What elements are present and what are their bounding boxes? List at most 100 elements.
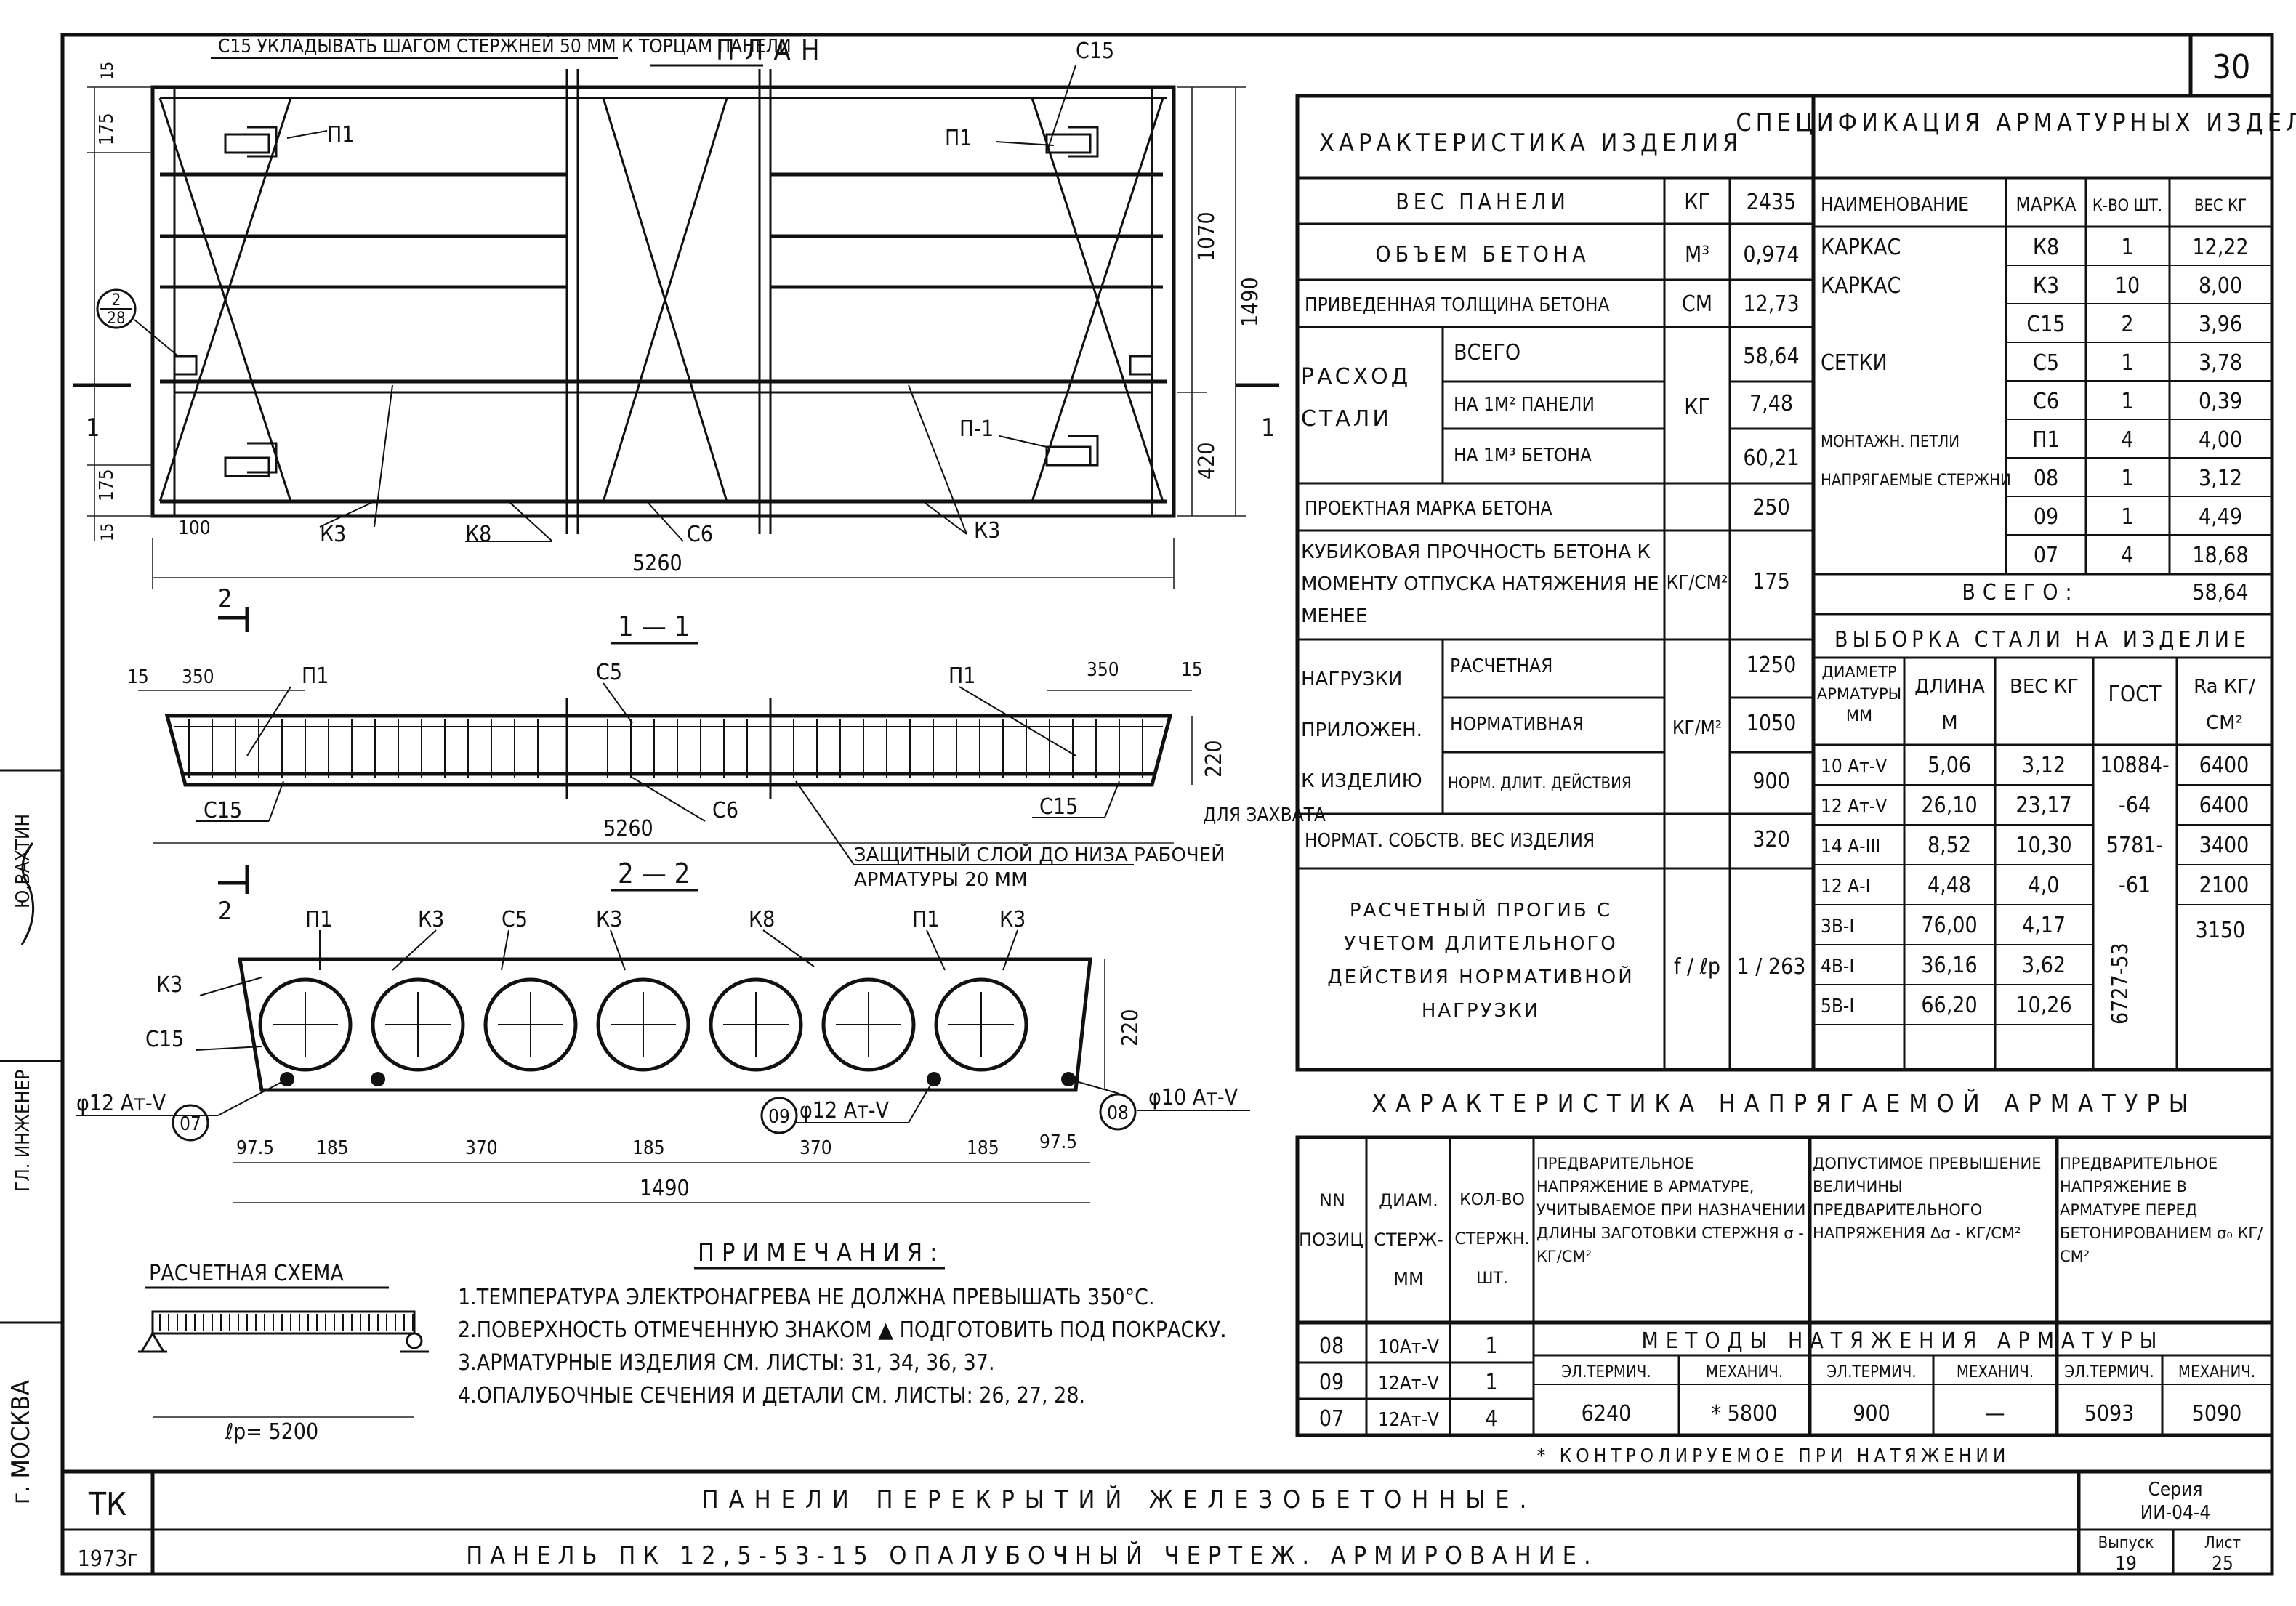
section22-dim-370-b: 370 [799, 1137, 832, 1159]
spec-row-weight: 3,96 [2199, 312, 2242, 337]
plan-label-k3-left: К3 [320, 522, 346, 547]
plan-label-p1-left: П1 [327, 122, 354, 148]
selection-row-gost: 10884- [2100, 753, 2170, 778]
char-steel-unit: КГ [1684, 395, 1710, 420]
char-steel-row1-name: НА 1М² ПАНЕЛИ [1454, 394, 1595, 416]
plan-dim-15-bottom: 15 [99, 523, 117, 541]
char-row1-name: ОБЪЕМ БЕТОНА [1375, 242, 1590, 267]
char-load-row2-value: 900 [1752, 769, 1790, 794]
spec-row-name: КАРКАС [1821, 235, 1901, 260]
section22-dim-185-c: 185 [967, 1137, 999, 1159]
section22-dim-1490: 1490 [640, 1176, 690, 1201]
spec-row-weight: 12,22 [2192, 235, 2248, 260]
char-row2-value: 12,73 [1743, 291, 1799, 317]
prestress-header-qty: КОЛ-ВО СТЕРЖН. ШТ. [1454, 1191, 1529, 1288]
selection-row-diam: 10 Ат-V [1821, 756, 1887, 778]
char-grade-value: 250 [1752, 495, 1790, 520]
plan-label-c15: С15 [1076, 39, 1114, 64]
char-row0-value: 2435 [1747, 190, 1797, 215]
notes-block: ПРИМЕЧАНИЯ: 1.ТЕМПЕРАТУРА ЭЛЕКТРОНАГРЕВА… [458, 1238, 1227, 1408]
selection-row-length: 26,10 [1921, 793, 1977, 818]
spec-header-name: НАИМЕНОВАНИЕ [1821, 194, 1969, 216]
char-steel-row0-value: 58,64 [1743, 344, 1799, 369]
plan-dim-1490: 1490 [1238, 277, 1263, 327]
spec-row-qty: 1 [2121, 466, 2133, 491]
char-steel-row2-name: НА 1М³ БЕТОНА [1454, 445, 1592, 467]
prestress-value: 5093 [2084, 1401, 2135, 1427]
section11-label-c6: С6 [712, 798, 738, 823]
selection-row-weight: 4,17 [2022, 913, 2066, 938]
selection-gost-6727: 6727-53 [2108, 943, 2133, 1025]
selection-row-diam: 5В-I [1821, 996, 1854, 1017]
section11-outline [164, 714, 1173, 787]
char-row2-name: ПРИВЕДЕННАЯ ТОЛЩИНА БЕТОНА [1305, 294, 1609, 316]
section11-dim-15-right: 15 [1181, 659, 1203, 681]
selection-row-length: 66,20 [1921, 993, 1977, 1018]
selection-row-weight: 10,30 [2015, 833, 2071, 858]
section22-label-c15: С15 [145, 1027, 184, 1052]
plan-label-k3-right: К3 [974, 518, 1000, 544]
plan-label-p1-right: П-1 [959, 416, 994, 442]
char-strength-unit: КГ/СМ² [1667, 572, 1728, 594]
char-selfweight-name: НОРМАТ. СОБСТВ. ВЕС ИЗДЕЛИЯ [1305, 830, 1595, 852]
plan-label-k8: К8 [465, 522, 491, 547]
spec-row-qty: 4 [2121, 427, 2133, 453]
section11-note-cover: ЗАЩИТНЫЙ СЛОЙ ДО НИЗА РАБОЧЕЙ АРМАТУРЫ 2… [854, 844, 1225, 891]
prestress-method: МЕХАНИЧ. [1957, 1363, 2034, 1381]
section11-dim-350-left: 350 [182, 666, 214, 688]
plan-dim-420: 420 [1194, 442, 1220, 480]
prestress-value: 5090 [2192, 1401, 2242, 1427]
char-title: ХАРАКТЕРИСТИКА ИЗДЕЛИЯ [1319, 129, 1742, 158]
section22-label-c5: С5 [502, 907, 528, 932]
spec-row-name: КАРКАС [1821, 273, 1901, 299]
series-value: ИИ-04-4 [2140, 1502, 2211, 1524]
plan-dim-100: 100 [178, 517, 211, 539]
spec-row-name: МОНТАЖН. ПЕТЛИ [1821, 433, 1959, 451]
section22-label-k3-c: К3 [999, 907, 1026, 932]
selection-header-diam: ДИАМЕТР АРМАТУРЫ ММ [1817, 663, 1901, 725]
prestress-method: ЭЛ.ТЕРМИЧ. [1561, 1363, 1651, 1381]
selection-row-diam: 12 Ат-V [1821, 796, 1887, 818]
spec-row-qty: 1 [2121, 389, 2133, 414]
selection-ra-3150: 3150 [2196, 918, 2246, 943]
spec-row-weight: 3,12 [2199, 466, 2242, 491]
void-circle [934, 977, 1028, 1072]
spec-total-label: ВСЕГО: [1962, 580, 2079, 605]
char-deflection-value: 1 / 263 [1737, 954, 1806, 980]
spec-row-weight: 8,00 [2199, 273, 2242, 299]
section22-bar-09: φ12 Ат-V [799, 1098, 890, 1123]
spec-row-mark: С6 [2033, 389, 2059, 414]
section11-mark-top: 2 [218, 584, 232, 613]
char-row0-unit: КГ [1684, 190, 1710, 215]
selection-row-diam: 12 А-I [1821, 876, 1871, 897]
spec-row-mark: К3 [2033, 273, 2059, 299]
selection-row-length: 8,52 [1928, 833, 1971, 858]
spec-row-qty: 2 [2121, 312, 2133, 337]
char-steel-row0-name: ВСЕГО [1454, 340, 1520, 366]
signature [20, 842, 35, 945]
selection-row-weight: 3,62 [2022, 953, 2066, 978]
section22-bar-07: φ12 Ат-V [76, 1091, 166, 1116]
section22-mark-09: 09 [768, 1106, 790, 1128]
prestress-footnote: * КОНТРОЛИРУЕМОЕ ПРИ НАТЯЖЕНИИ [1537, 1445, 2010, 1467]
char-load-row1-value: 1050 [1747, 711, 1797, 736]
plan-note-c15: С15 УКЛАДЫВАТЬ ШАГОМ СТЕРЖНЕЙ 50 ММ К ТО… [218, 34, 791, 57]
char-strength-value: 175 [1752, 569, 1790, 594]
char-strength-name: КУБИКОВАЯ ПРОЧНОСТЬ БЕТОНА К МОМЕНТУ ОТП… [1301, 541, 1659, 627]
spec-row-weight: 4,00 [2199, 427, 2242, 453]
char-row2-unit: СМ [1682, 291, 1712, 317]
spec-row-qty: 4 [2121, 543, 2133, 568]
issue-value: 19 [2115, 1553, 2137, 1575]
prestress-value: 900 [1853, 1401, 1890, 1427]
void-circle [596, 977, 690, 1072]
selection-row-length: 76,00 [1921, 913, 1977, 938]
section22-dim-185-a: 185 [316, 1137, 349, 1159]
section11-label-c15-left: С15 [204, 798, 242, 823]
prestress-method: МЕХАНИЧ. [1706, 1363, 1783, 1381]
prestress-row-qty: 1 [1485, 1370, 1497, 1395]
spec-title: СПЕЦИФИКАЦИЯ АРМАТУРНЫХ ИЗДЕЛИЙ [1736, 108, 2296, 137]
spec-row-mark: С15 [2026, 312, 2065, 337]
note-3: 3.АРМАТУРНЫЕ ИЗДЕЛИЯ СМ. ЛИСТЫ: 31, 34, … [458, 1350, 995, 1376]
list-label: Лист [2204, 1534, 2241, 1552]
